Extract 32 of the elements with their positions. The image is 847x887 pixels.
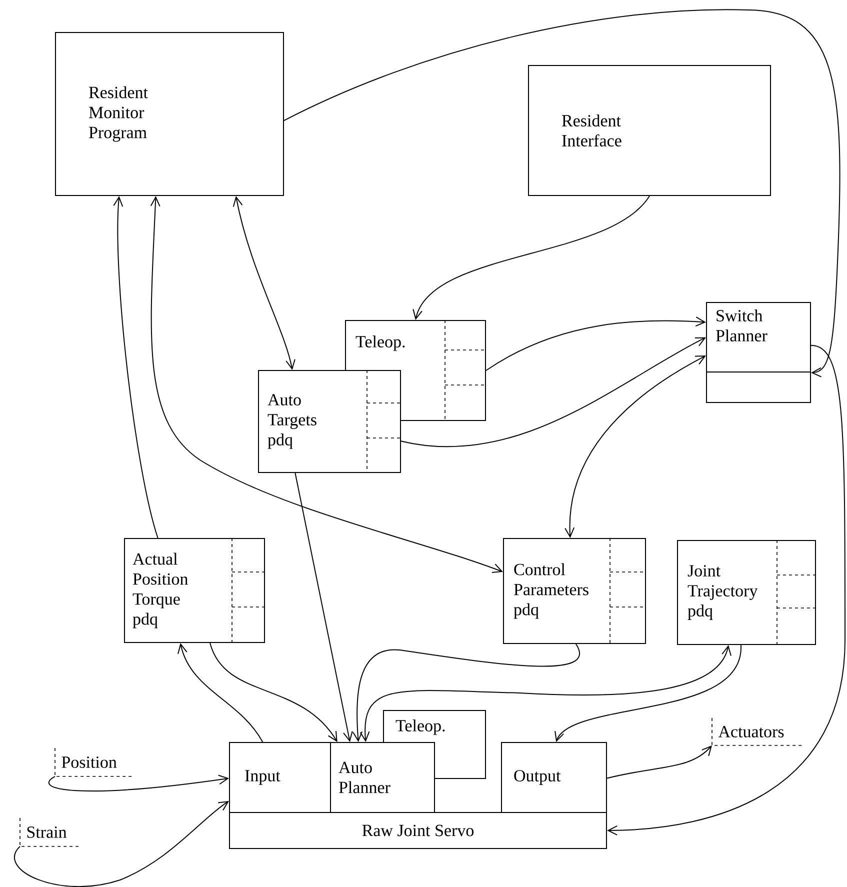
arrow (564, 356, 706, 538)
arrow (113, 196, 158, 538)
process-box: Resident Monitor Program (55, 32, 284, 196)
arrow (412, 196, 650, 320)
arrow (360, 645, 732, 742)
arrow (178, 643, 264, 742)
process-box: Input (229, 742, 331, 813)
process-box: Auto Targets pdq (258, 370, 401, 473)
arrow (554, 644, 742, 742)
process-box: Output (501, 742, 607, 813)
arrow (150, 196, 503, 573)
arrow (284, 9, 840, 378)
process-box: Switch Planner (706, 302, 811, 403)
arrow (210, 642, 338, 742)
process-box: Resident Interface (528, 65, 771, 196)
signal-label: Position (54, 748, 134, 777)
arrow (606, 745, 712, 779)
process-box: Auto Planner (330, 742, 435, 813)
arrow (48, 774, 229, 792)
process-box: Control Parameters pdq (503, 538, 646, 644)
signal-label: Strain (20, 818, 81, 847)
arrow (294, 472, 353, 742)
arrow (14, 800, 229, 887)
arrow (232, 196, 296, 370)
arrow (486, 316, 706, 371)
process-box: Actual Position Torque pdq (124, 538, 265, 643)
signal-label: Actuators (712, 718, 805, 746)
arrow (400, 337, 706, 447)
arrow (607, 344, 846, 836)
process-box: Raw Joint Servo (229, 812, 607, 849)
arrow (352, 644, 580, 742)
process-box: Joint Trajectory pdq (677, 540, 816, 645)
